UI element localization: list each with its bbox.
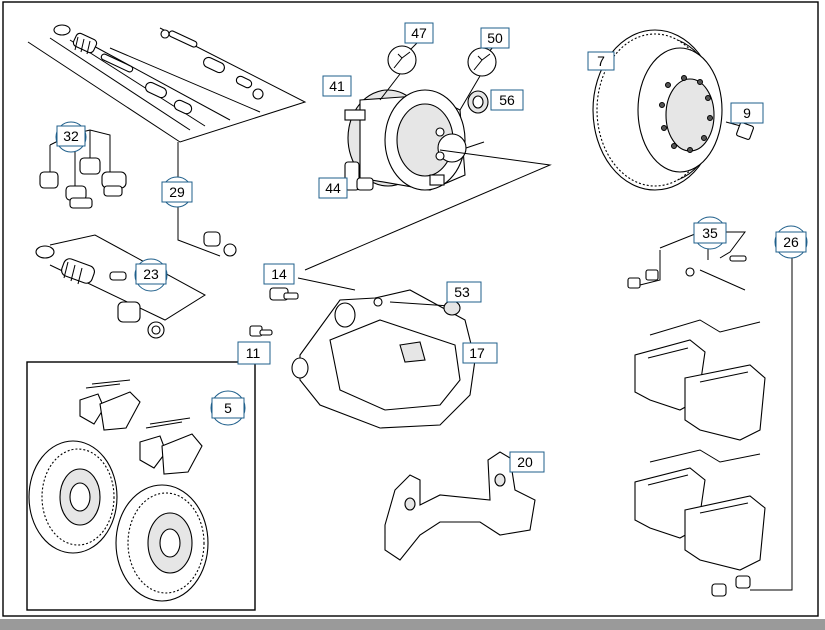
- svg-text:17: 17: [469, 345, 485, 361]
- carrier-20: [384, 451, 536, 561]
- svg-text:53: 53: [454, 284, 470, 300]
- callout-9: 9: [730, 102, 764, 124]
- brake-disc-7: [592, 29, 723, 191]
- svg-text:14: 14: [271, 266, 287, 282]
- callout-26: 26: [774, 225, 808, 259]
- callout-7: 7: [587, 51, 615, 71]
- inset-kit-5: [26, 361, 256, 611]
- callout-44: 44: [318, 177, 348, 199]
- svg-text:41: 41: [329, 78, 345, 94]
- callout-32: 32: [55, 121, 87, 153]
- callout-35: 35: [693, 216, 727, 250]
- svg-text:56: 56: [499, 92, 515, 108]
- bolt-9: [725, 121, 754, 140]
- callout-14: 14: [263, 263, 295, 285]
- svg-text:50: 50: [487, 30, 503, 46]
- wrench-icons: [379, 39, 497, 111]
- svg-text:5: 5: [224, 400, 232, 416]
- svg-text:44: 44: [325, 180, 341, 196]
- nut-53: [389, 300, 461, 316]
- callout-23: 23: [134, 258, 168, 292]
- fitting-44: [344, 161, 374, 191]
- callout-17: 17: [462, 342, 498, 364]
- svg-text:26: 26: [783, 234, 799, 250]
- callout-5: 5: [210, 390, 246, 426]
- svg-text:47: 47: [411, 25, 427, 41]
- nut-56: [467, 90, 489, 114]
- svg-text:20: 20: [517, 454, 533, 470]
- callout-20: 20: [509, 451, 545, 473]
- callout-29: 29: [161, 176, 193, 208]
- callout-50: 50: [480, 27, 510, 49]
- boot-kit-23: [35, 234, 206, 339]
- svg-text:29: 29: [169, 184, 185, 200]
- screw-11: [249, 325, 273, 337]
- svg-text:11: 11: [246, 345, 261, 361]
- callout-11: 11: [237, 341, 271, 365]
- pad-set-26: [634, 258, 793, 597]
- caliper-17: [291, 289, 476, 429]
- svg-text:9: 9: [743, 105, 751, 121]
- guide-pin-kit: [27, 24, 307, 143]
- bushing-parts: [39, 129, 127, 209]
- diagram-frame: [2, 1, 819, 617]
- svg-text:23: 23: [143, 266, 159, 282]
- seal-kit-29: [177, 142, 237, 257]
- callout-56: 56: [490, 89, 524, 111]
- pad-kit-35: [627, 231, 747, 291]
- status-bar: [0, 619, 825, 630]
- callout-53: 53: [446, 281, 482, 303]
- bolt-14: [269, 277, 356, 301]
- brake-chamber: [304, 89, 552, 271]
- svg-text:32: 32: [63, 128, 79, 144]
- svg-text:7: 7: [597, 53, 605, 69]
- callout-47: 47: [404, 22, 434, 44]
- callout-41: 41: [322, 75, 352, 97]
- svg-text:35: 35: [702, 225, 718, 241]
